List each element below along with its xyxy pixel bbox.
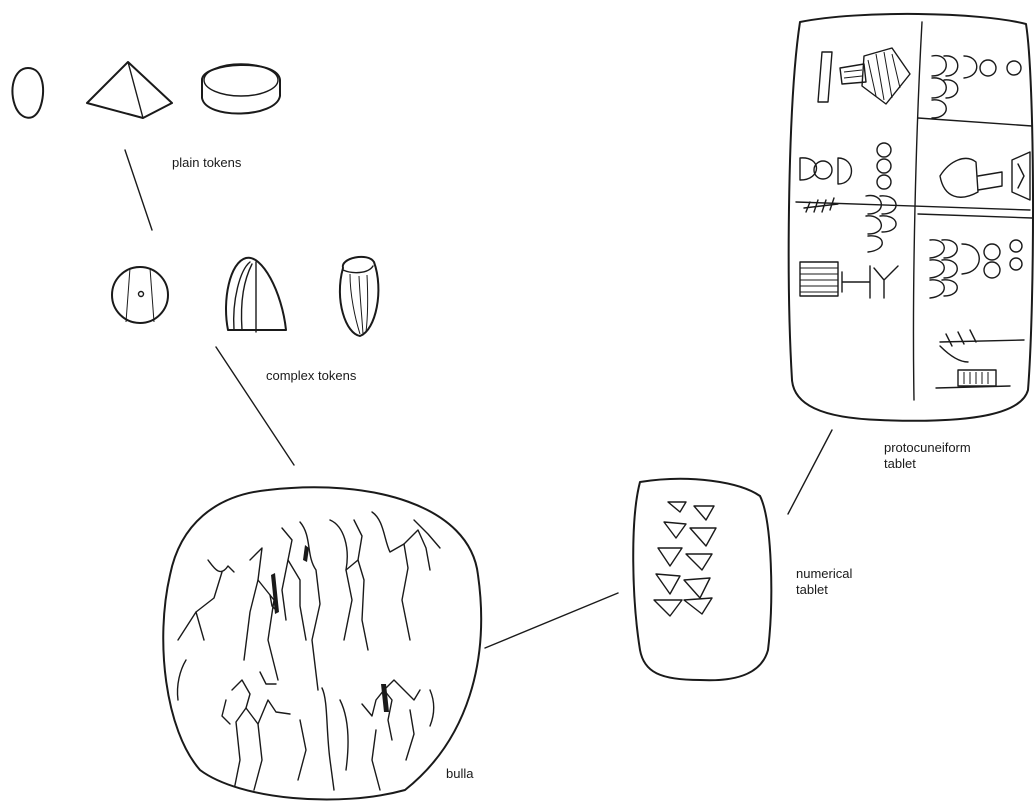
label-protocuneiform-tablet: protocuneiform tablet xyxy=(884,440,971,472)
label-numerical-tablet: numerical tablet xyxy=(796,566,852,598)
protocuneiform-tablet xyxy=(789,14,1033,421)
connector-numerical-to-protocuneiform xyxy=(788,430,832,514)
protocuneiform-sign-branch xyxy=(936,330,1024,388)
connector-plain-to-complex xyxy=(125,150,152,230)
label-complex-tokens: complex tokens xyxy=(266,368,356,384)
protocuneiform-sign-arrow xyxy=(818,48,910,104)
label-plain-tokens: plain tokens xyxy=(172,155,241,171)
complex-tokens-group xyxy=(112,257,378,336)
complex-token-incised-disk xyxy=(112,267,168,323)
label-numerical-tablet-line1: numerical xyxy=(796,566,852,582)
protocuneiform-sign-tool xyxy=(940,152,1030,200)
label-numerical-tablet-line2: tablet xyxy=(796,582,852,598)
label-bulla: bulla xyxy=(446,766,473,782)
numerical-tablet xyxy=(633,479,771,680)
plain-token-pyramid xyxy=(87,62,172,118)
connector-complex-to-bulla xyxy=(216,347,294,465)
complex-token-incised-ovoid xyxy=(340,257,379,336)
plain-tokens-group xyxy=(12,62,280,118)
bulla-seal-impressions xyxy=(177,512,440,790)
protocuneiform-sign-grid xyxy=(800,262,898,298)
complex-token-incised-cone xyxy=(226,258,286,332)
plain-token-ovoid xyxy=(12,68,43,118)
bulla xyxy=(163,487,481,799)
connector-bulla-to-numerical xyxy=(485,593,618,648)
protocuneiform-sign-numerals-middle xyxy=(800,143,896,252)
plain-token-disk xyxy=(202,64,280,114)
protocuneiform-sign-numerals-bottom xyxy=(930,240,1022,298)
label-protocuneiform-tablet-line1: protocuneiform xyxy=(884,440,971,456)
numerical-tablet-wedge-signs xyxy=(654,502,716,616)
protocuneiform-sign-numerals-top xyxy=(932,56,1021,118)
label-protocuneiform-tablet-line2: tablet xyxy=(884,456,971,472)
